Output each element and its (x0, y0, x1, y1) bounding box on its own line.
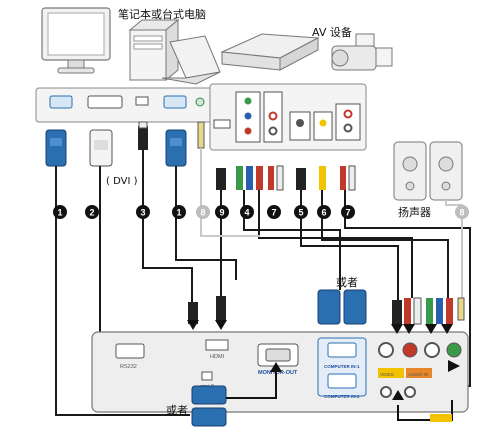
cable-badge-7a: 7 (267, 205, 281, 219)
monitor-out-label: MONITOR-OUT (258, 370, 298, 376)
video-plug (319, 166, 326, 190)
cable-badge-3: 3 (136, 205, 150, 219)
s-video-plug (296, 168, 306, 190)
cable-badge-4: 4 (240, 205, 254, 219)
audio-plugs-av1 (268, 165, 284, 191)
cable-badge-8b: 8 (455, 205, 469, 219)
dvi-plug (89, 129, 113, 167)
computer-port-panel (35, 87, 213, 123)
svg-text:1: 1 (176, 208, 181, 218)
audio-in-label: AUDIO IN (408, 372, 428, 377)
svg-text:2: 2 (89, 208, 94, 218)
camcorder-icon (331, 33, 393, 71)
svg-text:9: 9 (219, 208, 224, 218)
av-device-label: AV 设备 (312, 25, 352, 39)
or-label-top: 或者 (336, 276, 358, 289)
laptop-icon (161, 35, 221, 85)
audio-plug-computer (197, 121, 205, 149)
av-port-panel (209, 83, 367, 151)
rs232-label: RS232 (120, 364, 137, 370)
svg-text:7: 7 (271, 208, 276, 218)
svg-text:3: 3 (140, 208, 145, 218)
monitor-icon (41, 7, 111, 74)
svg-text:8: 8 (459, 208, 464, 218)
cable-badge-1a: 1 (53, 205, 67, 219)
cable-badge-5: 5 (294, 205, 308, 219)
svg-text:5: 5 (298, 208, 303, 218)
svg-text:6: 6 (321, 208, 326, 218)
usb-plug-projector (188, 302, 198, 324)
svg-text:7: 7 (345, 208, 350, 218)
computer-label: 笔记本或台式电脑 (118, 7, 206, 21)
dvd-player-icon (220, 33, 320, 71)
vga-plugs-alt (317, 289, 367, 325)
hdmi-plug-projector (216, 296, 226, 322)
cable-badge-8a: 8 (196, 205, 210, 219)
cable-badge-1b: 1 (172, 205, 186, 219)
usb-plug (138, 121, 148, 150)
svg-text:1: 1 (57, 208, 62, 218)
computer-in-1-label: COMPUTER IN-1 (324, 364, 360, 369)
svg-text:8: 8 (200, 208, 205, 218)
vga-plugs-bottom (191, 385, 227, 427)
dvi-label: ( DVI ) (106, 176, 138, 187)
video-label: VIDEO (380, 372, 395, 377)
speaker-icon (393, 141, 463, 201)
cable-badge-9: 9 (215, 205, 229, 219)
pc-tower-icon (128, 18, 180, 82)
or-label-bottom: 或者 (166, 404, 188, 417)
s-video-plug-projector (392, 300, 402, 326)
computer-in-2-label: COMPUTER IN-2 (324, 394, 360, 399)
monitor-out-cable (226, 370, 277, 399)
hdmi-label: HDMI (210, 354, 225, 360)
component-plugs (236, 166, 263, 190)
speaker-cable (200, 148, 463, 320)
audio-out-cable (397, 400, 453, 421)
cable-badge-7b: 7 (341, 205, 355, 219)
svg-text:4: 4 (244, 208, 249, 218)
video-plug-bottom (430, 414, 452, 422)
speaker-label: 扬声器 (398, 205, 431, 219)
hdmi-plug (216, 168, 226, 190)
cable-badge-6: 6 (317, 205, 331, 219)
cable-badge-2: 2 (85, 205, 99, 219)
audio-plugs-av2 (340, 165, 356, 191)
vga-plug-1 (45, 129, 67, 167)
vga-plug-2 (165, 129, 187, 167)
audio-plugs-projector (404, 297, 465, 325)
